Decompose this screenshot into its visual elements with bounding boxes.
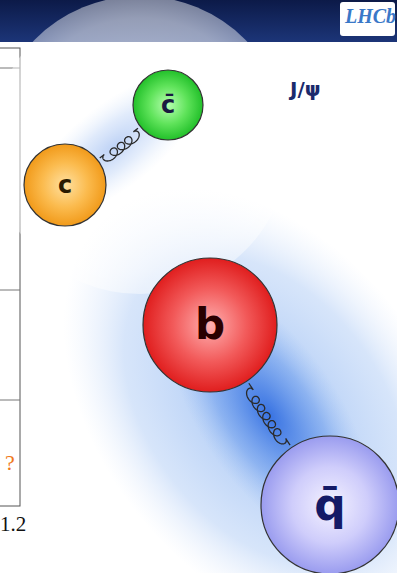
logo-text: LHCb	[345, 5, 396, 28]
quark-label: q̄	[314, 483, 346, 527]
quark-label: c̄	[161, 93, 175, 117]
circle-outline	[0, 0, 290, 295]
quark-label: b	[195, 304, 225, 346]
logo-text: LHCb	[345, 5, 396, 27]
plot-mark: ?	[5, 450, 15, 475]
gluon-spring	[247, 383, 290, 445]
heading-holder: J/ψ	[290, 79, 321, 99]
circle-fill	[143, 258, 277, 392]
anticharm-quark: c̄	[132, 69, 204, 141]
bottom-quark: b	[142, 257, 278, 393]
circle-fill	[261, 436, 397, 573]
plot-rule	[0, 290, 20, 291]
charm-quark: c	[23, 143, 107, 227]
circle-fill	[133, 70, 203, 140]
circle-fill	[24, 144, 106, 226]
circle-fill	[0, 0, 289, 294]
antiquark: q̄	[260, 435, 397, 573]
quark-label: c	[58, 173, 72, 197]
meson-name: J/ψ	[290, 79, 321, 99]
meson-region: J/ψc̄c	[0, 0, 290, 295]
gluon-glow	[128, 252, 397, 573]
axis-tick: 1.2	[0, 512, 26, 537]
axis-tick: 1.2	[0, 512, 26, 536]
plot-rule	[0, 400, 20, 401]
plot-mark: ?	[5, 450, 15, 476]
